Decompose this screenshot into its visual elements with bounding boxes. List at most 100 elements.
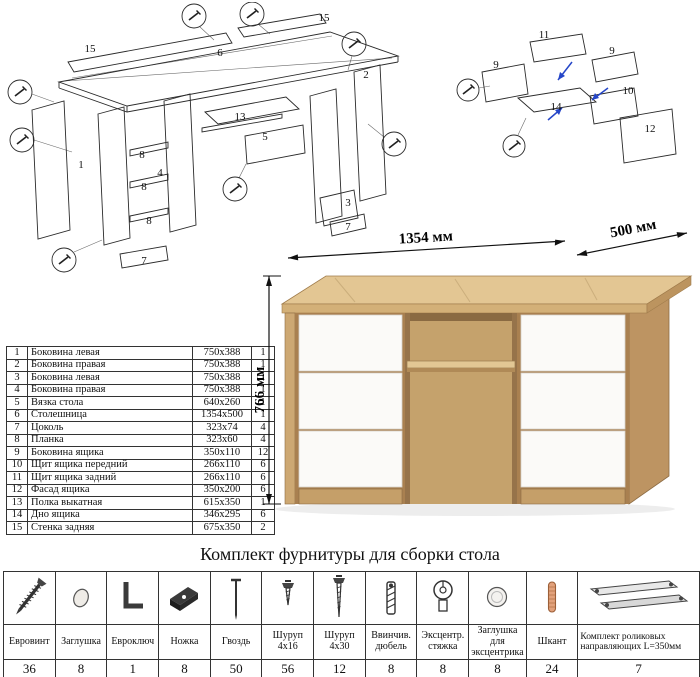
hardware-name: Ножка <box>158 623 211 661</box>
part-drawer-facade <box>619 108 677 164</box>
drawer-front <box>298 314 403 372</box>
part-label: 13 <box>235 111 247 123</box>
part-size: 675x350 <box>192 521 252 535</box>
part-label: 15 <box>85 43 97 55</box>
part-back-panel-right <box>237 13 327 38</box>
part-drawer-side-right <box>591 51 639 83</box>
floor-shadow <box>275 502 675 516</box>
hardware-name: Эксцентр. стяжка <box>416 623 470 661</box>
hardware-name: Шкант <box>525 623 579 661</box>
part-name: Цоколь <box>27 421 193 435</box>
hardware-qty: 50 <box>209 659 263 677</box>
hardware-name: Ввинчив. дюбель <box>364 623 418 661</box>
hardware-name: Шуруп 4х16 <box>261 623 315 661</box>
part-number: 2 <box>6 358 28 372</box>
nail-icon <box>209 571 263 625</box>
desk-left-side <box>284 312 296 505</box>
hardware-kit-title: Комплект фурнитуры для сборки стола <box>200 544 500 564</box>
part-size: 323x60 <box>192 433 252 447</box>
cam-cap-icon <box>468 571 527 625</box>
part-label: 7 <box>345 221 351 233</box>
part-drawer-front <box>589 87 639 125</box>
desk-right-pedestal <box>517 313 629 505</box>
part-name: Боковина левая <box>27 371 193 385</box>
fastener-callouts <box>7 2 407 273</box>
part-name: Боковина ящика <box>27 446 193 460</box>
part-name: Дно ящика <box>27 508 193 522</box>
part-drawer-back <box>529 33 587 63</box>
hardware-qty: 8 <box>468 659 527 677</box>
part-name: Стенка задняя <box>27 521 193 535</box>
part-number: 3 <box>6 371 28 385</box>
hardware-qty: 8 <box>364 659 418 677</box>
part-label: 8 <box>141 181 147 193</box>
hardware-names-row: Евровинт Заглушка Евроключ Ножка Гвоздь … <box>3 623 700 661</box>
part-name: Боковина левая <box>27 346 193 360</box>
part-plinths <box>119 213 367 269</box>
part-name: Боковина правая <box>27 383 193 397</box>
part-size: 350x200 <box>192 483 252 497</box>
part-label: 12 <box>645 123 656 135</box>
part-label: 3 <box>345 197 351 209</box>
hardware-qty: 1 <box>106 659 160 677</box>
part-number: 10 <box>6 458 28 472</box>
hardware-icons-row <box>3 571 700 625</box>
part-label: 14 <box>551 101 563 113</box>
screw-4x16-icon <box>261 571 315 625</box>
hardware-name: Заглушка для эксцентрика <box>468 623 527 661</box>
part-size: 640x260 <box>192 396 252 410</box>
hardware-qty: 8 <box>416 659 470 677</box>
part-number: 12 <box>6 483 28 497</box>
desk-left-pedestal <box>295 313 405 505</box>
hardware-qty: 36 <box>3 659 56 677</box>
screw-in-dowel-icon <box>364 571 418 625</box>
desk-render: 1354 мм 500 мм 766 мм <box>255 217 693 516</box>
drawer-front <box>520 314 626 372</box>
part-name: Планка <box>27 433 193 447</box>
part-label: 11 <box>539 29 550 41</box>
part-drawer-bottom <box>516 87 598 113</box>
hardware-qtys-row: 36 8 1 8 50 56 12 8 8 8 24 7 <box>3 659 700 677</box>
roller-guides-icon <box>577 571 700 625</box>
screw-4x30-icon <box>313 571 366 625</box>
part-size: 1354x500 <box>192 408 252 422</box>
hardware-name: Евроключ <box>106 623 160 661</box>
part-label: 6 <box>217 47 223 59</box>
part-number: 6 <box>6 408 28 422</box>
diagram-drawer-labels: 11 9 10 14 12 9 <box>493 29 655 135</box>
hardware-name: Комплект роликовых направляющих L=350мм <box>577 623 700 661</box>
part-size: 266x110 <box>192 471 252 485</box>
desk-right-side <box>628 285 670 505</box>
part-label: 9 <box>609 45 615 57</box>
part-number: 14 <box>6 508 28 522</box>
foot-icon <box>158 571 211 625</box>
height-dimension-label: 766 мм <box>255 367 268 414</box>
hardware-qty: 56 <box>261 659 315 677</box>
fastener-callouts <box>456 78 527 158</box>
furniture-cap-icon <box>54 571 108 625</box>
drawer-front <box>520 430 626 488</box>
assembly-arrows <box>547 61 609 121</box>
dimension-depth: 500 мм <box>576 217 688 256</box>
part-size: 266x110 <box>192 458 252 472</box>
dimension-height: 766 мм <box>255 275 281 505</box>
part-label: 15 <box>319 12 331 24</box>
depth-dimension-label: 500 мм <box>609 217 658 242</box>
part-name: Щит ящика задний <box>27 471 193 485</box>
part-label: 1 <box>78 159 84 171</box>
width-dimension-label: 1354 мм <box>398 228 453 247</box>
hardware-name: Гвоздь <box>209 623 263 661</box>
confirmat-screw-icon <box>3 571 56 625</box>
